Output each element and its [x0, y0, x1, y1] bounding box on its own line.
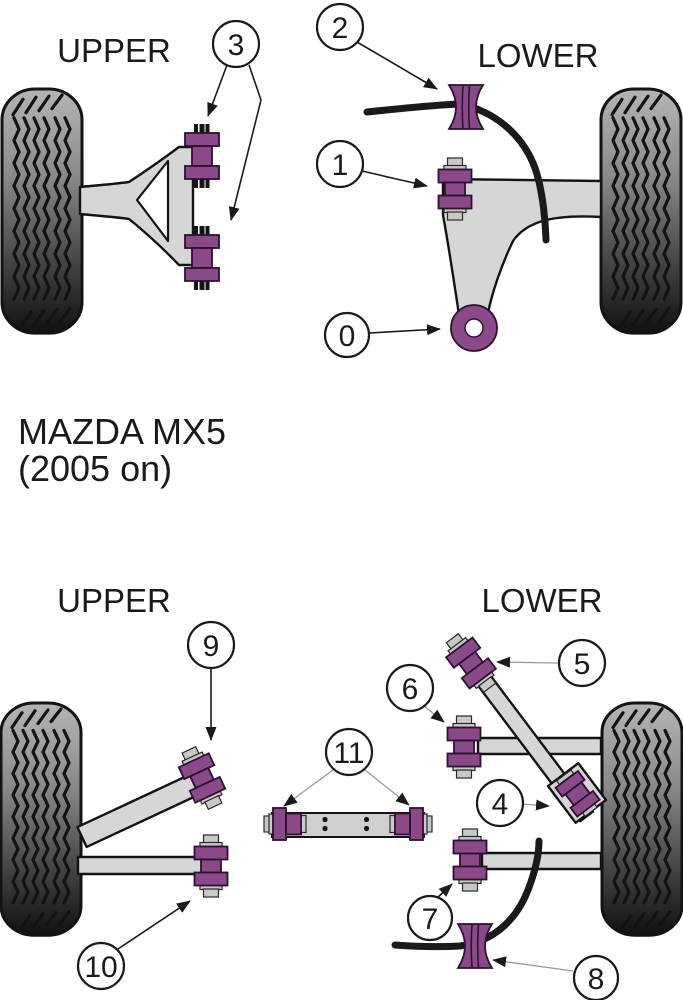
callout-9-circle [186, 620, 236, 670]
front-lower-control-arm [441, 177, 603, 317]
callout-0: 0 [323, 311, 371, 359]
rear-lower-label: LOWER [481, 582, 602, 619]
callout-5: 5 [557, 638, 607, 688]
title-block: MAZDA MX5 (2005 on) [18, 411, 226, 489]
front-upper-wishbone [78, 145, 195, 267]
callout-6: 6 [385, 663, 435, 713]
callout-3-leader-a [207, 64, 228, 117]
front-upper-label: UPPER [57, 32, 171, 69]
page-subtitle: (2005 on) [18, 448, 172, 489]
callout-5-label: 5 [574, 648, 591, 681]
front-upper-wishbone-cutout [135, 159, 170, 243]
callout-11-leader-b [364, 769, 410, 806]
callout-2-circle [315, 2, 365, 52]
rear-upper-section: UPPER 9 10 [1, 582, 236, 991]
front-right-tire [601, 89, 681, 333]
callout-1: 1 [315, 139, 365, 189]
link-bar-hole [363, 825, 370, 832]
callout-6-label: 6 [402, 673, 419, 706]
callout-10: 10 [76, 941, 126, 991]
callout-11-label: 11 [333, 737, 364, 770]
callout-0-circle [323, 311, 371, 359]
callout-2-label: 2 [332, 12, 349, 45]
callout-3-leader-b [228, 64, 262, 221]
bushing-11-left [263, 807, 307, 841]
callout-9-label: 9 [203, 630, 220, 663]
front-lower-section: LOWER 2 1 0 [315, 2, 681, 359]
callout-1-label: 1 [332, 149, 349, 182]
callout-8-label: 8 [588, 963, 605, 996]
callout-7-leader [436, 883, 453, 899]
front-lower-label: LOWER [477, 37, 598, 74]
callout-4: 4 [475, 778, 525, 828]
callout-8-circle [572, 954, 620, 1000]
link-bar-hole [363, 816, 370, 823]
rear-bracket-assembly [546, 761, 608, 825]
callout-10-leader [117, 900, 191, 950]
rear-lower-rear-arm [480, 851, 603, 871]
front-anti-roll-bar [363, 100, 550, 244]
callout-2: 2 [315, 2, 365, 52]
rear-left-tire [1, 703, 81, 935]
front-upper-section: UPPER 3 [2, 19, 262, 333]
callout-0-label: 0 [339, 320, 356, 353]
callout-5-circle [557, 638, 607, 688]
callout-6-leader [423, 705, 445, 723]
link-bar-hole [322, 816, 328, 823]
rear-upper-arm [76, 771, 204, 849]
callout-1-leader [361, 170, 428, 189]
callout-2-leader [356, 41, 438, 90]
callout-3-circle [211, 19, 261, 69]
callout-11-leader-a [283, 769, 334, 807]
rear-link-bar-assembly: 11 [263, 727, 433, 841]
rear-lower-section: LOWER 5 6 [385, 582, 682, 1000]
bushing-6-arm [446, 715, 482, 779]
callout-10-label: 10 [84, 951, 117, 984]
front-left-tire [2, 89, 82, 333]
rear-upper-label: UPPER [57, 582, 171, 619]
callout-0-leader [368, 324, 441, 336]
rear-right-tire [602, 703, 682, 935]
callout-6-circle [385, 663, 435, 713]
callout-11: 11 [324, 727, 374, 777]
callout-7: 7 [406, 894, 454, 942]
page-title: MAZDA MX5 [18, 411, 226, 452]
bushing-0-hole [464, 318, 484, 338]
callout-10-circle [76, 941, 126, 991]
callout-3-label: 3 [228, 29, 245, 62]
bushing-11-right [389, 807, 433, 841]
link-bar-hole [322, 825, 328, 832]
callout-9: 9 [186, 620, 236, 670]
callout-3: 3 [211, 19, 261, 69]
callout-11-circle [324, 727, 374, 777]
callout-1-circle [315, 139, 365, 189]
callout-7-circle [406, 894, 454, 942]
rear-lower-front-arm [76, 855, 204, 876]
callout-4-circle [475, 778, 525, 828]
callout-4-leader [521, 799, 550, 811]
callout-8-leader [492, 956, 574, 972]
callout-5-leader [496, 656, 559, 668]
callout-7-label: 7 [422, 903, 439, 936]
callout-4-label: 4 [492, 788, 509, 821]
rear-anti-roll-bar [391, 837, 543, 951]
callout-8: 8 [572, 954, 620, 1000]
